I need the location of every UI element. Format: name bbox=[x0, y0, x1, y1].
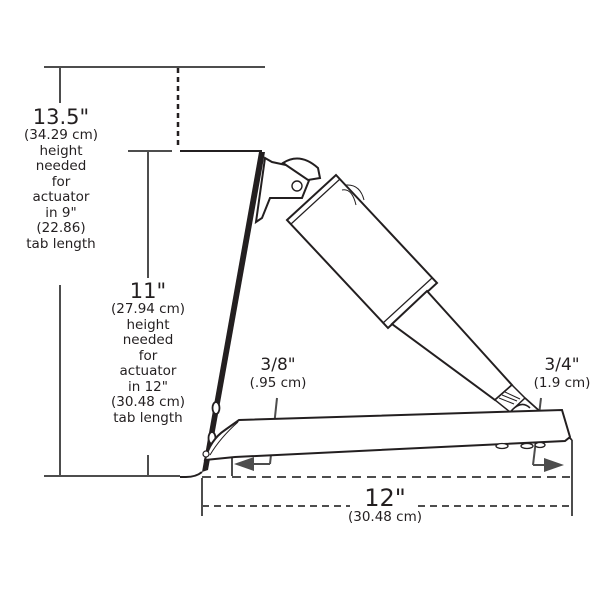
dimension-13-5-line: in 9" bbox=[45, 204, 77, 221]
hinge-bracket bbox=[254, 156, 322, 225]
actuator-rod bbox=[390, 289, 573, 441]
dimension-3-4-value: 3/4" bbox=[544, 355, 580, 375]
dimension-11-value: 11" bbox=[129, 279, 167, 303]
dimension-lines bbox=[44, 66, 573, 516]
dimension-11-line: height bbox=[126, 316, 170, 333]
dimension-3-4-metric: (1.9 cm) bbox=[533, 374, 591, 391]
dimension-3-8-metric: (.95 cm) bbox=[249, 374, 307, 391]
dimension-13-5-line: (22.86) bbox=[36, 220, 86, 237]
dimension-11-line: (30.48 cm) bbox=[110, 394, 186, 411]
dimension-11-line: needed bbox=[122, 332, 174, 349]
dimension-13-5-line: actuator bbox=[32, 189, 90, 206]
dimension-11-line: actuator bbox=[119, 363, 177, 380]
dimension-13-5-line: needed bbox=[35, 158, 87, 175]
dimension-11-line: tab length bbox=[113, 409, 183, 426]
dimension-11-label: 11" (27.94 cm) height needed for actuato… bbox=[96, 280, 200, 426]
dimension-13-5-line: for bbox=[51, 173, 71, 190]
dimension-11-line: in 12" bbox=[128, 378, 168, 395]
dimension-13-5-line: tab length bbox=[26, 235, 96, 252]
dimension-3-4-label: 3/4" (1.9 cm) bbox=[526, 355, 598, 391]
dimension-13-5-value: 13.5" bbox=[32, 105, 90, 129]
actuator-body bbox=[285, 173, 439, 330]
dimension-13-5-line: height bbox=[39, 142, 83, 159]
dimension-12-metric: (30.48 cm) bbox=[347, 509, 423, 525]
dimension-11-line: for bbox=[138, 347, 158, 364]
dimension-13-5-label: 13.5" (34.29 cm) height needed for actua… bbox=[8, 106, 114, 252]
dimension-3-8-label: 3/8" (.95 cm) bbox=[238, 355, 318, 391]
arrowheads bbox=[234, 457, 564, 472]
dimension-12-label: 12" (30.48 cm) bbox=[330, 486, 440, 526]
dimension-11-metric: (27.94 cm) bbox=[110, 301, 186, 318]
dimension-13-5-metric: (34.29 cm) bbox=[23, 127, 99, 144]
trim-tab-plane bbox=[202, 408, 572, 462]
dimension-12-value: 12" bbox=[364, 484, 406, 512]
dimension-3-8-value: 3/8" bbox=[260, 355, 296, 375]
dimension-dashed-lines bbox=[176, 68, 570, 507]
